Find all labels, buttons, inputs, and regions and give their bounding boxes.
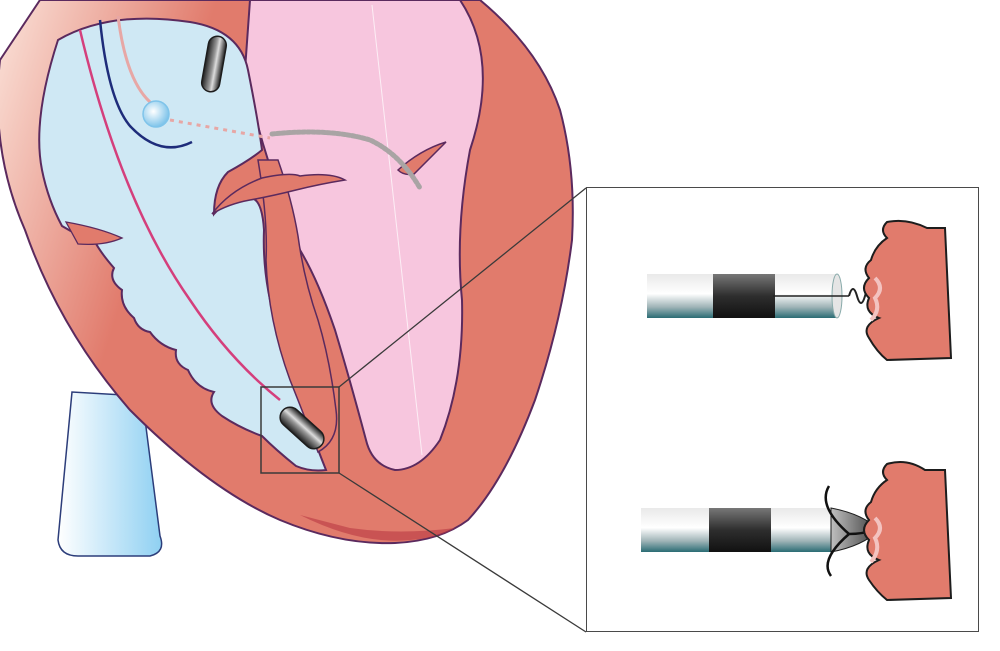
lead-navy (98, 19, 193, 149)
apex-shadow (300, 515, 455, 541)
papillary-muscle-left (211, 173, 348, 215)
tissue-inner-edge-top (869, 276, 882, 322)
helix-fixation-device (647, 219, 953, 362)
capsule-pacemaker-icon (200, 35, 228, 93)
trabeculation (64, 221, 124, 246)
sa-node-icon (142, 100, 170, 128)
interventricular-septum (257, 159, 338, 454)
myocardium-tissue-bottom (863, 461, 953, 602)
inferior-vena-cava (57, 391, 163, 557)
conduction-pathway-dotted (169, 118, 271, 140)
device-body-segment-2 (771, 508, 833, 552)
tines-fixation-device (641, 461, 953, 602)
lv-faint-line (371, 4, 423, 456)
right-heart-cavity (38, 17, 328, 472)
zoom-source-box (260, 386, 340, 474)
device-dark-band (709, 508, 771, 552)
tissue-inner-edge-bottom (869, 516, 882, 564)
lead-magenta (78, 29, 281, 401)
device-body-segment-1 (641, 508, 709, 552)
bundle-branch-beaded (269, 129, 423, 191)
inset-canvas (641, 219, 953, 602)
myocardium-tissue-top (863, 219, 953, 362)
zoom-line-top (338, 187, 587, 388)
device-body-segment-1 (647, 274, 713, 318)
zoom-line-bottom (338, 472, 587, 633)
device-dark-band (713, 274, 775, 318)
zoom-inset-panel (586, 187, 979, 632)
capsule-pacemaker-icon (279, 406, 325, 450)
papillary-muscle-right (396, 141, 447, 176)
